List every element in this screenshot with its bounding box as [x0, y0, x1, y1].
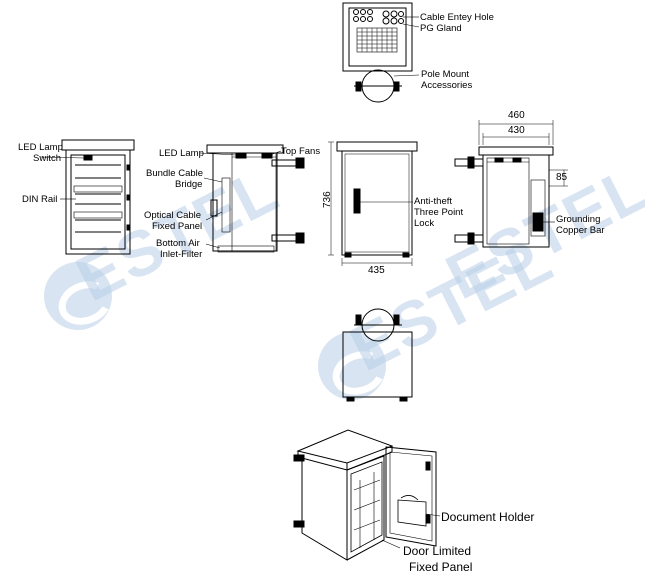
label-led-lamp-switch-1: LED Lamp	[18, 142, 63, 153]
label-anti-theft-2: Three Point	[414, 207, 464, 218]
dimension-width-body: 430	[508, 125, 525, 136]
front-closed-view	[328, 141, 418, 266]
label-pg-gland: PG Gland	[420, 23, 462, 34]
dimension-height: 736	[322, 191, 333, 208]
label-anti-theft-3: Lock	[414, 218, 435, 229]
label-pole-mount-1: Pole Mount	[421, 69, 470, 80]
dimension-side-offset: 85	[556, 172, 568, 183]
label-pole-mount-2: Accessories	[421, 80, 473, 91]
label-grounding-1: Grounding	[556, 214, 601, 225]
label-din-rail: DIN Rail	[22, 194, 58, 205]
dimension-width-front: 435	[368, 265, 385, 276]
bottom-view	[342, 308, 413, 402]
label-document-holder: Document Holder	[441, 510, 535, 524]
isometric-view	[293, 429, 441, 561]
label-bundle-cable-1: Bundle Cable	[146, 168, 204, 179]
dimension-width-total: 460	[508, 110, 525, 121]
front-internal-view	[39, 139, 135, 255]
label-bottom-air-1: Bottom Air	[156, 238, 200, 249]
label-cable-entry-hole: Cable Entey Hole	[420, 12, 494, 23]
label-led-lamp: LED Lamp	[159, 148, 204, 159]
top-view	[342, 2, 420, 103]
side-view	[199, 144, 305, 253]
label-led-lamp-switch-2: Switch	[33, 153, 61, 164]
watermark-logo-center	[318, 332, 386, 400]
right-side-view	[454, 120, 568, 248]
label-optical-cable-1: Optical Cable	[144, 210, 202, 221]
watermark-logo-left	[44, 262, 112, 330]
label-bottom-air-2: Inlet-Filter	[160, 249, 203, 260]
label-optical-cable-2: Fixed Panel	[152, 221, 203, 232]
label-grounding-2: Copper Bar	[556, 225, 605, 236]
label-door-limited-1: Door Limited	[403, 544, 472, 558]
label-door-limited-2: Fixed Panel	[409, 560, 473, 574]
label-anti-theft-1: Anti-theft	[414, 196, 453, 207]
label-top-fans: Top Fans	[281, 146, 321, 157]
label-bundle-cable-2: Bridge	[175, 179, 203, 190]
